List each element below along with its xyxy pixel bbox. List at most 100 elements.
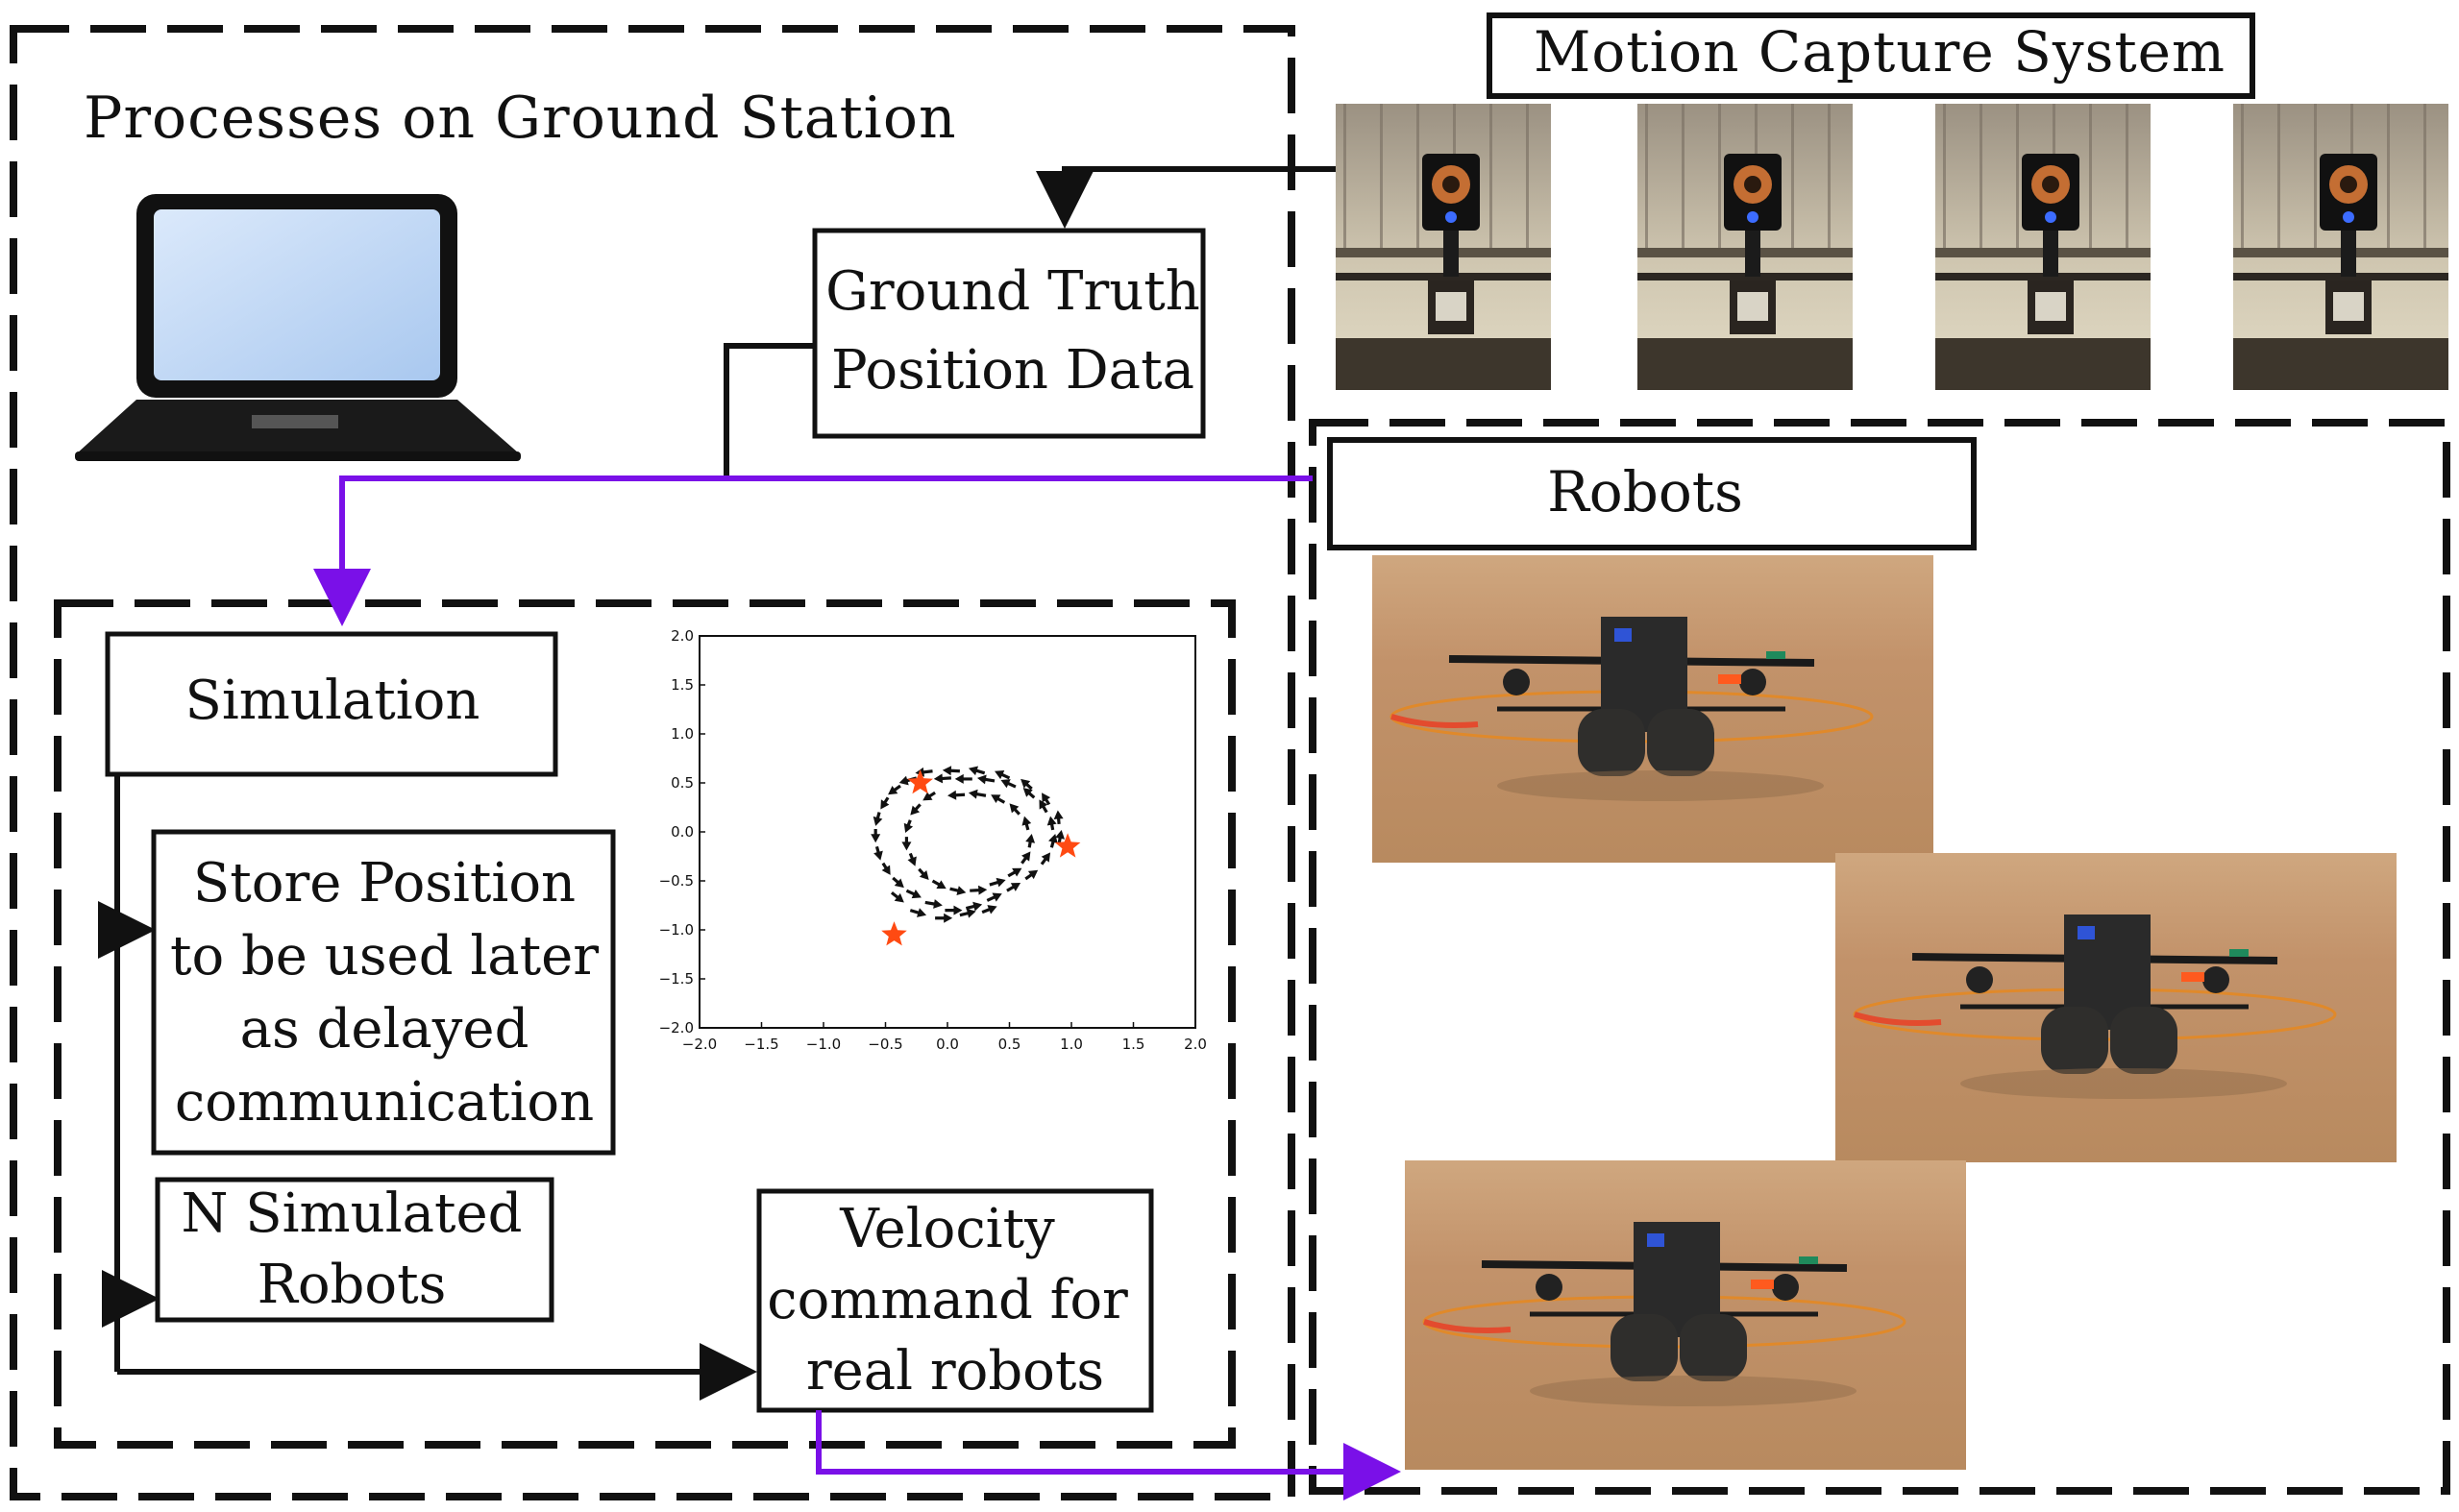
quiver-arrow <box>1025 834 1036 848</box>
simulation-label: Simulation <box>185 670 480 732</box>
quiver-arrow <box>922 791 936 801</box>
quiver-arrow <box>880 796 890 810</box>
quiver-arrow <box>935 913 953 923</box>
quiver-arrow <box>924 899 943 909</box>
quiver-arrow <box>1053 810 1064 824</box>
purple-line-to-robots <box>816 1410 1401 1500</box>
mocap-to-ground-truth-arrow <box>1036 166 1336 229</box>
x-tick-label: 0.5 <box>998 1036 1021 1053</box>
quiver-arrow <box>873 845 883 861</box>
ground-truth-to-purple-line <box>724 343 815 476</box>
quiver-arrow <box>989 877 1006 888</box>
n-simulated-line2: Robots <box>258 1254 447 1316</box>
store-position-line4: communication <box>175 1071 594 1134</box>
quiver-arrow <box>1007 867 1022 878</box>
store-position-line3: as delayed <box>240 998 529 1061</box>
quiver-arrow <box>942 766 960 776</box>
velocity-box <box>756 1188 1154 1413</box>
quiver-arrow <box>981 905 997 915</box>
robot-photos <box>1372 555 2397 1470</box>
quiver-arrow <box>888 784 901 795</box>
robot-photo <box>1835 853 2397 1162</box>
velocity-line1: Velocity <box>839 1198 1055 1260</box>
x-tick-label: 1.5 <box>1122 1036 1145 1053</box>
quiver-arrow <box>1021 816 1032 831</box>
y-tick-label: −2.0 <box>659 1019 694 1036</box>
quiver-arrow <box>976 774 996 785</box>
camera-photo <box>1637 104 1853 390</box>
quiver-arrow <box>968 766 986 776</box>
y-tick-label: 0.0 <box>671 823 694 841</box>
quiver-arrow <box>1020 851 1031 865</box>
quiver-arrow <box>903 819 914 834</box>
quiver-arrow <box>1000 779 1017 789</box>
quiver-arrow <box>907 852 917 866</box>
quiver-arrow <box>1006 883 1021 892</box>
velocity-line3: real robots <box>806 1340 1104 1402</box>
x-tick-label: −1.0 <box>806 1036 841 1053</box>
quiver-arrow <box>949 886 967 895</box>
camera-photo <box>1336 104 1551 390</box>
ground-station-title: Processes on Ground Station <box>84 85 957 152</box>
camera-photo <box>2233 104 2448 390</box>
quiver-arrow <box>995 769 1011 780</box>
quiver-arrow <box>968 789 987 799</box>
motion-capture-title-box <box>1487 12 2255 99</box>
quiver-arrow <box>991 794 1006 804</box>
ground-station-frame <box>10 25 1295 1500</box>
y-tick-label: 1.0 <box>671 725 694 743</box>
quiver-plot-area <box>699 635 1196 1029</box>
quiver-arrow <box>1022 788 1036 799</box>
quiver-arrow <box>931 879 947 890</box>
quiver-arrow <box>1055 829 1066 844</box>
robots-title-box <box>1327 437 1977 550</box>
simulation-box <box>105 631 558 777</box>
robots-frame <box>1309 419 2450 1495</box>
robot-photo <box>1372 555 1933 863</box>
x-tick-label: −2.0 <box>682 1036 717 1053</box>
n-simulated-box <box>155 1177 554 1323</box>
quiver-arrow <box>890 890 904 903</box>
x-tick-label: 0.0 <box>936 1036 959 1053</box>
quiver-arrow <box>965 901 983 912</box>
quiver-arrow <box>947 790 966 800</box>
ground-truth-label-line2: Position Data <box>831 339 1194 402</box>
simulation-frame <box>54 599 1236 1449</box>
store-position-line1: Store Position <box>193 852 576 915</box>
quiver-arrow <box>1048 834 1058 848</box>
quiver-arrow <box>1042 793 1051 806</box>
quiver-arrow <box>918 867 929 880</box>
quiver-arrow <box>905 889 922 899</box>
store-position-line2: to be used later <box>170 925 599 988</box>
quiver-arrow <box>945 905 963 915</box>
x-tick-label: 1.0 <box>1060 1036 1083 1053</box>
x-tick-label: 2.0 <box>1184 1036 1207 1053</box>
motion-capture-title: Motion Capture System <box>1534 19 2225 85</box>
y-tick-label: 0.5 <box>671 774 694 792</box>
y-tick-label: 2.0 <box>671 627 694 645</box>
quiver-arrow <box>1009 803 1020 816</box>
quiver-arrow <box>986 892 1002 902</box>
n-simulated-line1: N Simulated <box>181 1183 522 1245</box>
velocity-line2: command for <box>767 1269 1128 1331</box>
x-tick-label: −0.5 <box>868 1036 902 1053</box>
quiver-arrow <box>1040 852 1051 866</box>
camera-photos <box>1336 104 2448 390</box>
quiver-arrow <box>959 908 976 918</box>
goal-star-marker <box>907 769 933 794</box>
y-tick-label: −1.0 <box>659 921 694 939</box>
goal-star-marker <box>1054 833 1081 858</box>
store-position-box <box>151 829 616 1156</box>
y-tick-label: −0.5 <box>659 872 694 890</box>
quiver-arrow <box>1024 869 1039 881</box>
quiver-arrow <box>933 773 951 784</box>
y-tick-label: −1.5 <box>659 970 694 988</box>
quiver-arrow <box>873 812 883 826</box>
quiver-arrow <box>901 837 912 851</box>
quiver-arrow <box>910 803 922 816</box>
quiver-arrow <box>892 876 904 889</box>
quiver-arrow <box>954 773 972 784</box>
